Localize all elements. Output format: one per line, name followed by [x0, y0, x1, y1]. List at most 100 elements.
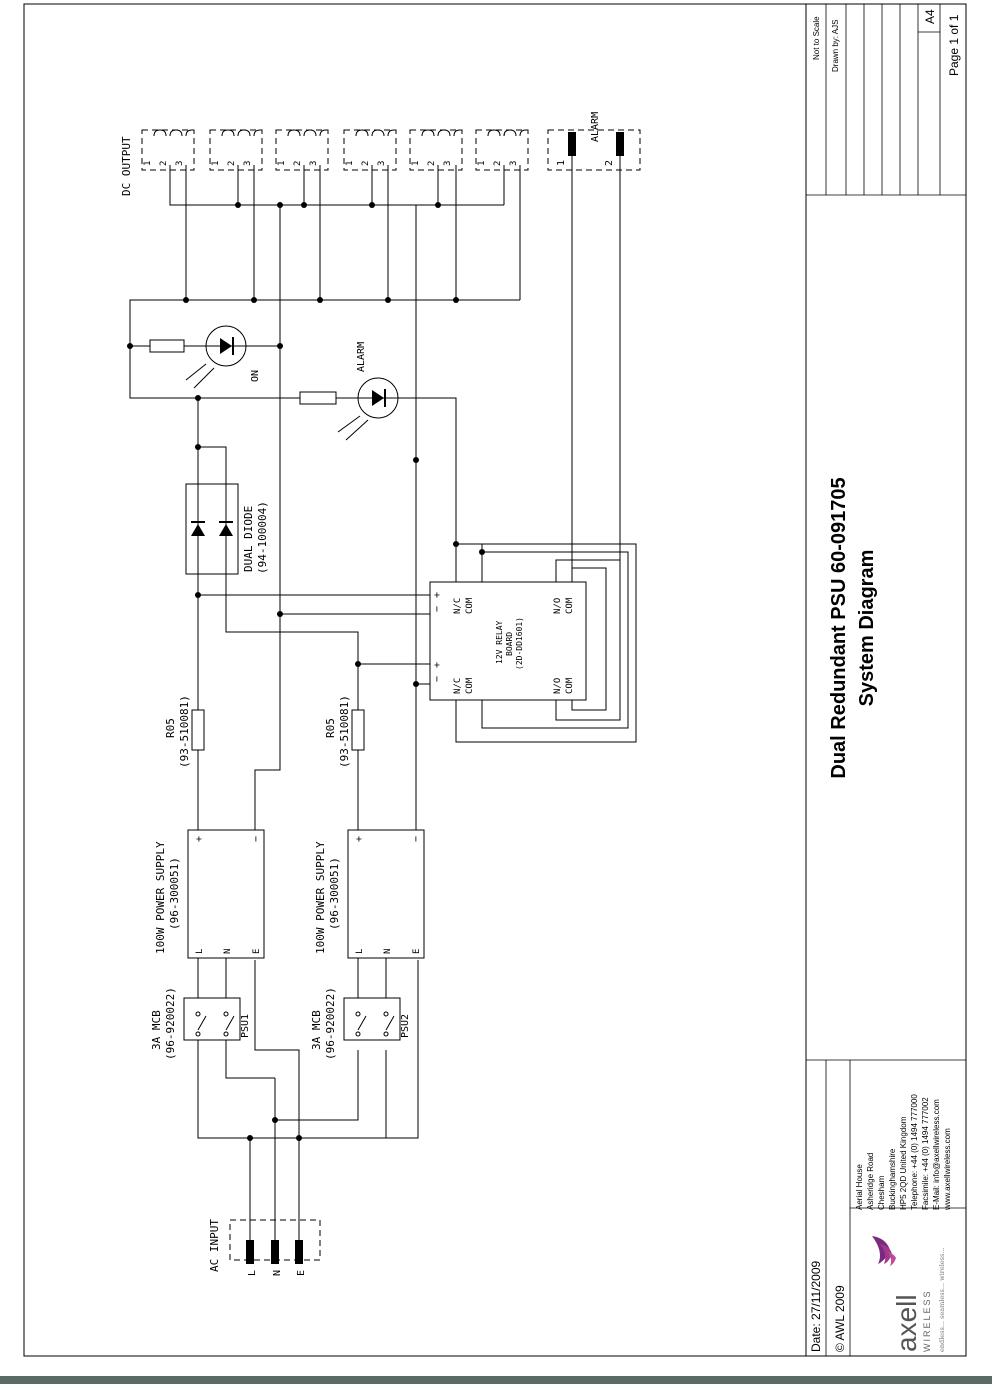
svg-text:Chesham: Chesham	[877, 1175, 886, 1210]
svg-text:www.axellwireless.com: www.axellwireless.com	[943, 1128, 952, 1211]
resistor-r05-1: R05 (93-510081)	[164, 695, 205, 768]
svg-text:1: 1	[477, 161, 487, 166]
dc-output-connectors	[141, 129, 641, 171]
relay-label: 12V RELAY	[495, 620, 504, 664]
psu2-label: 100W POWER SUPPLY	[314, 841, 327, 954]
diagram-subtitle: System Diagram	[856, 550, 878, 707]
paper-size: A4	[923, 9, 937, 24]
svg-text:3: 3	[509, 161, 519, 166]
svg-text:2: 2	[293, 161, 303, 166]
psu2-minus: −	[411, 836, 422, 842]
relay-no-1: N/O	[553, 598, 563, 614]
svg-text:2: 2	[159, 161, 169, 166]
r2-label: R05	[324, 718, 337, 738]
company-address: Aerial House Asheridge Road Chesham Buck…	[855, 1094, 952, 1211]
footer-bar	[0, 1376, 992, 1384]
psu1-n: N	[223, 949, 233, 954]
svg-text:Facsimile: +44 (0) 1494 777002: Facsimile: +44 (0) 1494 777002	[921, 1097, 930, 1210]
svg-text:Telephone: +44 (0) 1494 777000: Telephone: +44 (0) 1494 777000	[910, 1094, 919, 1210]
power-supply-1: 100W POWER SUPPLY (96-300051) L N E + −	[154, 829, 265, 959]
relay-board: − + − + N/C COM N/C COM 12V RELAY BOARD …	[429, 581, 587, 701]
wires	[129, 150, 637, 1240]
ac-e-label: E	[296, 1270, 307, 1276]
mcb2-label: 3A MCB	[310, 1010, 323, 1050]
mcb-psu1: 3A MCB (96-920022) PSU1	[150, 987, 251, 1060]
logo-tagline: endless... seamless... wireless...	[938, 1247, 946, 1352]
dc-output-label: DC OUTPUT	[120, 136, 133, 196]
ac-input-connector: AC INPUT L N E	[208, 1219, 321, 1276]
psu1-minus: −	[251, 836, 262, 842]
alarm-pin1-label: 1	[556, 160, 567, 166]
ac-l-label: L	[247, 1270, 258, 1276]
svg-text:3: 3	[443, 161, 453, 166]
psu1-label: 100W POWER SUPPLY	[154, 841, 167, 954]
dc-pin-labels: 1 2 3 1 2 3 1 2 3 1 2 3 1 2 3 1 2 3	[143, 161, 519, 166]
relay-minus-2: −	[432, 676, 443, 682]
svg-text:3: 3	[175, 161, 185, 166]
led-on: ON	[149, 325, 261, 389]
psu2-e: E	[412, 949, 422, 954]
relay-nc-1: N/C	[453, 598, 463, 614]
svg-text:1: 1	[345, 161, 355, 166]
relay-nc-2: N/C	[453, 678, 463, 694]
ac-n-label: N	[272, 1270, 283, 1276]
ac-input-label: AC INPUT	[208, 1219, 221, 1272]
led-alarm: ALARM	[299, 342, 399, 441]
r2-part: (93-510081)	[338, 695, 351, 768]
psu2-part: (96-300051)	[328, 857, 341, 930]
mcb-psu2: 3A MCB (96-920022) PSU2	[310, 987, 411, 1060]
relay-com-2: COM	[465, 677, 475, 694]
svg-text:2: 2	[493, 161, 503, 166]
page-number: Page 1 of 1	[947, 14, 961, 76]
mcb2-part: (96-920022)	[324, 987, 337, 1060]
logo-sub: WIRELESS	[922, 1289, 932, 1352]
svg-text:1: 1	[411, 161, 421, 166]
svg-text:2: 2	[361, 161, 371, 166]
diagram-title: Dual Redundant PSU 60-091705	[828, 477, 850, 778]
svg-text:3: 3	[377, 161, 387, 166]
relay-no-2: N/O	[553, 678, 563, 694]
logo-text: axell	[891, 1294, 922, 1352]
mcb1-part: (96-920022)	[164, 987, 177, 1060]
axell-logo: axell WIRELESS endless... seamless... wi…	[872, 1236, 946, 1352]
drawing-date: Date: 27/11/2009	[809, 1260, 823, 1352]
psu1-l: L	[195, 949, 205, 954]
psu2-plus: +	[354, 836, 365, 842]
psu1-e: E	[252, 949, 262, 954]
relay-plus-2: +	[432, 662, 443, 668]
diode-part: (94-100004)	[256, 501, 269, 574]
psu1-part: (96-300051)	[168, 857, 181, 930]
drawn-by: Drawn by: AJS	[831, 20, 840, 72]
svg-text:1: 1	[143, 161, 153, 166]
svg-text:Buckinghamshire: Buckinghamshire	[888, 1148, 897, 1210]
diode-label: DUAL DIODE	[242, 506, 255, 572]
svg-text:2: 2	[427, 161, 437, 166]
title-block	[806, 4, 966, 1356]
relay-part: (2D-DD1601)	[515, 617, 524, 670]
psu2-n: N	[383, 949, 393, 954]
mcb2-tag: PSU2	[400, 1014, 411, 1038]
dual-diode: DUAL DIODE (94-100004)	[185, 483, 269, 575]
r1-label: R05	[164, 718, 177, 738]
psu1-plus: +	[194, 836, 205, 842]
relay-com-3: COM	[565, 597, 575, 614]
svg-text:3: 3	[309, 161, 319, 166]
led-alarm-label: ALARM	[356, 342, 367, 372]
junction-dots	[127, 202, 485, 1141]
svg-text:1: 1	[211, 161, 221, 166]
svg-text:3: 3	[243, 161, 253, 166]
alarm-connector-label: ALARM	[590, 112, 601, 142]
mcb1-tag: PSU1	[240, 1014, 251, 1038]
alarm-pin-1	[568, 132, 576, 156]
led-on-label: ON	[250, 370, 261, 382]
svg-text:2: 2	[227, 161, 237, 166]
svg-text:Aerial House: Aerial House	[855, 1164, 864, 1210]
mcb1-label: 3A MCB	[150, 1010, 163, 1050]
relay-com-4: COM	[565, 677, 575, 694]
copyright: © AWL 2009	[833, 1285, 847, 1352]
svg-text:HP5 2QD United Kingdom: HP5 2QD United Kingdom	[899, 1116, 908, 1210]
sheet-border	[23, 3, 967, 1357]
svg-text:Asheridge Road: Asheridge Road	[866, 1153, 875, 1210]
resistor-r05-2: R05 (93-510081)	[324, 695, 365, 768]
psu2-l: L	[355, 949, 365, 954]
